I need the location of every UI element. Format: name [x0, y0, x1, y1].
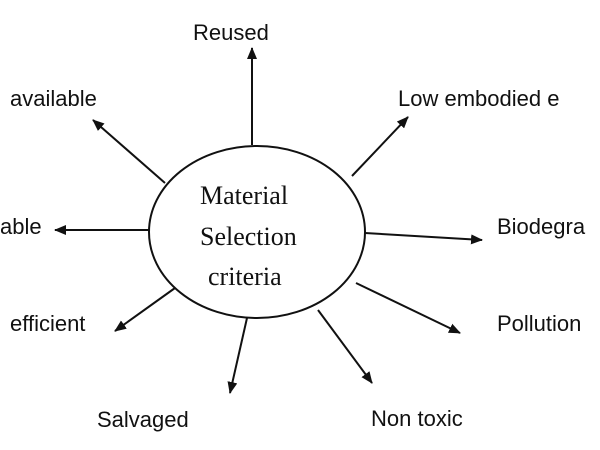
arrow-efficient: [114, 287, 176, 332]
center-line-1: Material: [200, 181, 288, 210]
label-efficient: efficient: [10, 311, 85, 336]
label-able: able: [0, 214, 42, 239]
arrow-available: [92, 119, 166, 184]
arrow-biodegradable: [364, 232, 483, 245]
center-line-2: Selection: [200, 222, 297, 251]
label-pollution: Pollution: [497, 311, 581, 336]
label-biodegradable: Biodegra: [497, 214, 586, 239]
arrow-pollution: [355, 282, 461, 334]
center-ellipse: [148, 145, 366, 319]
label-salvaged: Salvaged: [97, 407, 189, 432]
arrow-salvaged: [227, 317, 248, 394]
label-low-embodied-energy: Low embodied e: [398, 86, 559, 111]
label-available: available: [10, 86, 97, 111]
arrow-non-toxic: [317, 309, 373, 384]
arrow-low-embodied-energy: [351, 116, 409, 177]
center-line-3: criteria: [208, 262, 282, 291]
label-reused: Reused: [193, 20, 269, 45]
label-non-toxic: Non toxic: [371, 406, 463, 431]
